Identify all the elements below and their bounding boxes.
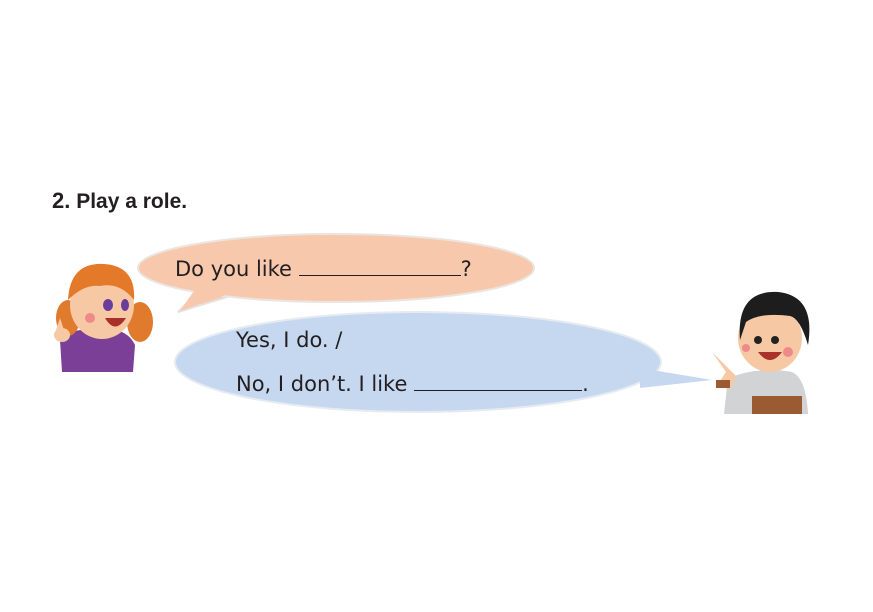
answer-blank[interactable] <box>298 254 461 276</box>
question-end: ? <box>460 257 472 281</box>
girl-character <box>54 263 153 372</box>
exercise-number: 2. <box>52 188 71 213</box>
answer-line-2: No, I don’t. I like . <box>236 369 589 396</box>
exercise-instruction: Play a role. <box>76 190 188 213</box>
question-text: Do you like <box>175 257 292 281</box>
boy-character <box>712 291 810 414</box>
answer-end: . <box>582 372 589 396</box>
answer-blank-2[interactable] <box>414 369 583 391</box>
answer-line-1: Yes, I do. / <box>236 328 343 352</box>
question-bubble <box>137 233 535 313</box>
answer-text: No, I don’t. I like <box>236 372 408 396</box>
answer-bubble <box>174 311 712 413</box>
question-line: Do you like ? <box>175 254 472 281</box>
exercise-title: 2. Play a role. <box>52 188 187 214</box>
